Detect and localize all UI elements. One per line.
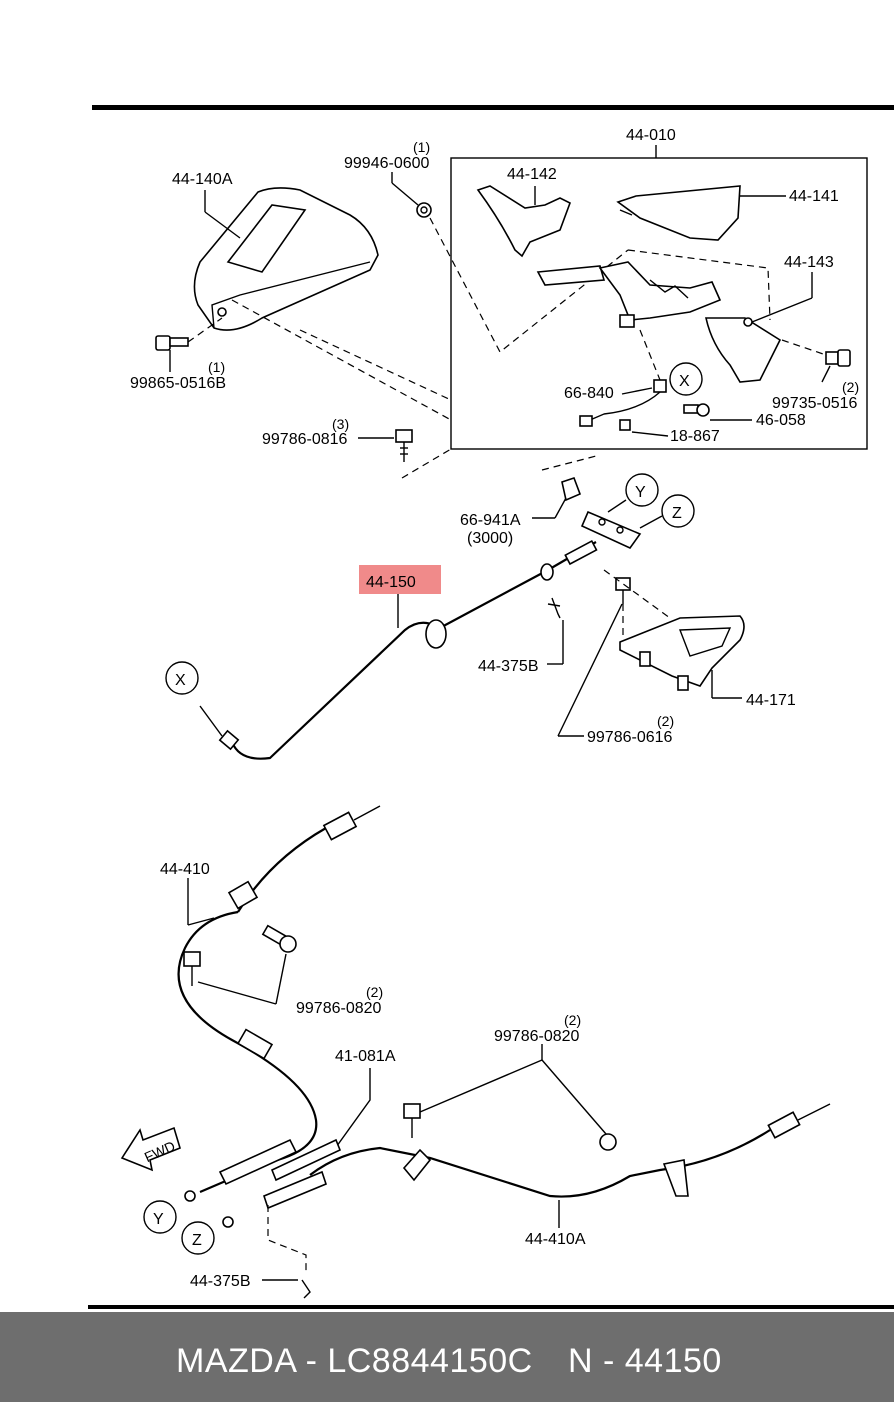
ref-label-y-top: Y <box>635 484 646 501</box>
bolt-46-058 <box>683 403 710 417</box>
label-44-171: 44-171 <box>746 692 796 709</box>
shift-cable-44-150 <box>199 539 598 760</box>
label-44-010: 44-010 <box>626 127 676 144</box>
bolt-99786-0816 <box>395 429 413 462</box>
label-44-410: 44-410 <box>160 861 210 878</box>
label-44-410A: 44-410A <box>525 1231 586 1248</box>
footer-reference: N - 44150 <box>568 1342 722 1380</box>
screw-99735-0516 <box>825 349 851 367</box>
shift-cable-44-410A <box>222 1103 831 1228</box>
ref-label-z-bottom: Z <box>192 1232 202 1249</box>
label-99735-qty: (2) <box>842 379 859 395</box>
ref-circle-z-bottom <box>181 1221 215 1255</box>
ref-label-x-left: X <box>175 672 186 689</box>
label-44-143: 44-143 <box>784 254 834 271</box>
ref-circle-z-top <box>661 494 695 528</box>
ref-circle-y-top <box>625 473 659 507</box>
bottom-rule <box>88 1305 894 1309</box>
shift-cable-44-410 <box>177 805 381 1202</box>
label-99865-qty: (1) <box>208 359 225 375</box>
fwd-arrow <box>120 1126 181 1172</box>
label-44-150: 44-150 <box>366 574 416 591</box>
label-99786-0820-b-qty: (2) <box>564 1012 581 1028</box>
bolt-99786-0616 <box>615 577 631 604</box>
top-rule <box>92 105 894 110</box>
label-99786-0616-qty: (2) <box>657 713 674 729</box>
ref-circle-y-bottom <box>143 1200 177 1234</box>
ref-label-x-top: X <box>679 373 690 390</box>
label-99786-0816: 99786-0816 <box>262 431 348 448</box>
clip-18-867 <box>619 419 631 431</box>
part-44-141 <box>616 185 741 241</box>
label-44-375B-top: 44-375B <box>478 658 539 675</box>
console-cover-part <box>193 187 379 331</box>
brake-lever-part <box>536 261 722 328</box>
label-99786-0816-qty: (3) <box>332 416 349 432</box>
bolt-99786-0820-a <box>183 924 297 986</box>
label-44-375B-bottom: 44-375B <box>190 1273 251 1290</box>
ref-circle-x-top <box>669 362 703 396</box>
bolt-99786-0820-b <box>403 1103 617 1151</box>
part-44-142 <box>476 185 571 258</box>
label-66-941A-length: (3000) <box>467 530 513 547</box>
label-99786-0820-a-qty: (2) <box>366 984 383 1000</box>
label-44-141: 44-141 <box>789 188 839 205</box>
label-99786-0820-b: 99786-0820 <box>494 1028 580 1045</box>
cable-41-081A <box>270 1068 371 1182</box>
part-44-143 <box>705 317 782 383</box>
label-66-840: 66-840 <box>564 385 614 402</box>
label-44-142: 44-142 <box>507 166 557 183</box>
assembly-box-44-010 <box>450 157 868 450</box>
label-99865-0516B: 99865-0516B <box>130 375 226 392</box>
bracket-44-171 <box>619 615 745 691</box>
screw-99865-0516B <box>155 335 189 351</box>
label-99786-0820-a: 99786-0820 <box>296 1000 382 1017</box>
ref-label-y-bottom: Y <box>153 1211 164 1228</box>
clip-44-375B-bottom <box>301 1279 311 1299</box>
clip-44-375B-top <box>547 597 561 619</box>
label-46-058: 46-058 <box>756 412 806 429</box>
ref-label-z-top: Z <box>672 505 682 522</box>
footer-bar <box>0 1312 894 1402</box>
footer-part-number: MAZDA - LC8844150C <box>176 1342 533 1380</box>
label-99946-qty: (1) <box>413 139 430 155</box>
label-41-081A: 41-081A <box>335 1048 396 1065</box>
label-99786-0616: 99786-0616 <box>587 729 673 746</box>
nut-99946-0600 <box>416 202 432 218</box>
connector-66-941A <box>561 476 582 502</box>
label-44-140A: 44-140A <box>172 171 233 188</box>
ref-circle-x-left <box>165 661 199 695</box>
cable-bracket <box>580 510 642 550</box>
label-99735-0516: 99735-0516 <box>772 395 858 412</box>
label-18-867: 18-867 <box>670 428 720 445</box>
label-66-941A: 66-941A <box>460 512 521 529</box>
label-99946-0600: 99946-0600 <box>344 155 430 172</box>
part-highlight-44-150 <box>359 565 441 594</box>
parts-diagram: 44-140A (1) 99946-0600 44-010 44-142 44-… <box>88 105 894 1309</box>
